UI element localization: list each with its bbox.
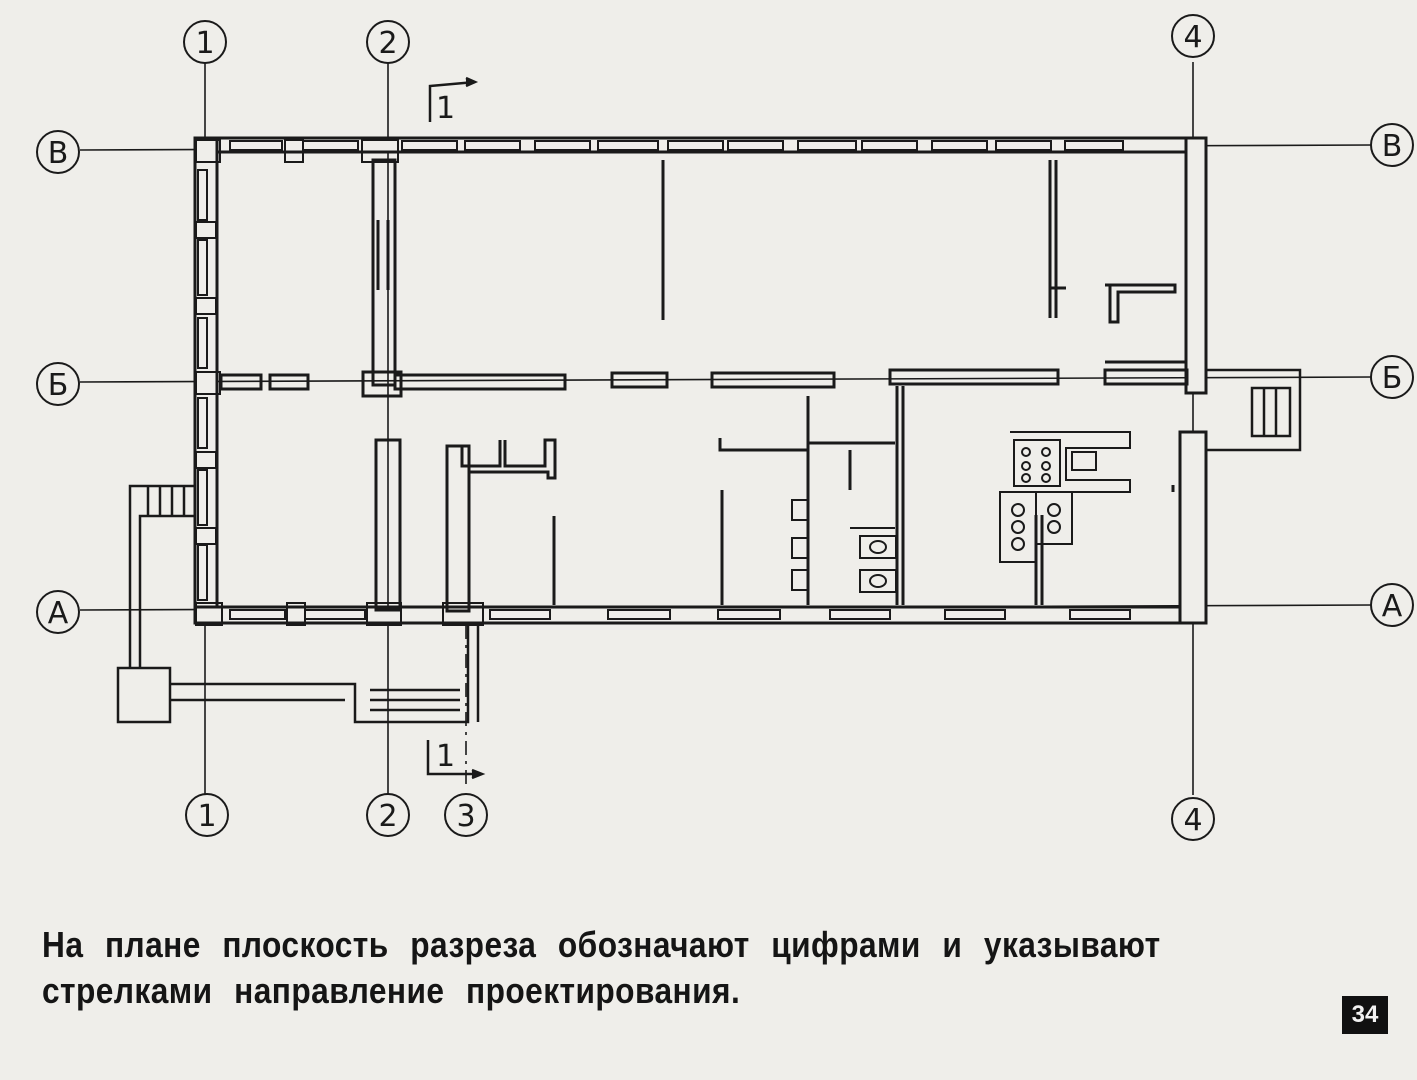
axis-3-bottom-bubble: 3 — [444, 793, 488, 837]
caption-line-1: На плане плоскость разреза обозначают ци… — [42, 924, 1161, 965]
axis-A-left-bubble: А — [36, 590, 80, 634]
svg-text:2: 2 — [378, 799, 397, 834]
axis-V-right-bubble: В — [1370, 123, 1414, 167]
right-porch-stairs — [1206, 368, 1302, 452]
axis-4-top-bubble: 4 — [1171, 14, 1215, 58]
axis-1-top-bubble: 1 — [183, 20, 227, 64]
axis-4-bottom-bubble: 4 — [1171, 797, 1215, 841]
page-number: 34 — [1342, 996, 1388, 1034]
axis-2-top-bubble: 2 — [366, 20, 410, 64]
svg-text:4: 4 — [1183, 20, 1202, 55]
svg-text:1: 1 — [197, 799, 216, 834]
windows-left — [197, 169, 208, 601]
svg-text:4: 4 — [1183, 803, 1202, 838]
axis-B-left-bubble: Б — [36, 362, 80, 406]
svg-text:А: А — [1382, 589, 1403, 624]
section-mark-bottom: 1 — [436, 739, 455, 774]
axis-2-bottom-bubble: 2 — [366, 793, 410, 837]
section-mark-top: 1 — [436, 91, 455, 126]
left-porch — [116, 484, 480, 724]
caption-text: На плане плоскость разреза обозначают ци… — [42, 922, 1230, 1014]
interior-walls — [219, 158, 1189, 613]
svg-text:В: В — [1382, 129, 1403, 164]
section-line — [426, 76, 486, 790]
floor-plan-drawing: 1 2 4 1 2 3 4 В Б А В Б А 1 1 — [36, 14, 1414, 841]
svg-text:А: А — [48, 596, 69, 631]
axis-B-right-bubble: Б — [1370, 355, 1414, 399]
caption-line-2: стрелками направление проектирования. — [42, 970, 741, 1011]
axis-A-right-bubble: А — [1370, 583, 1414, 627]
wall-columns — [195, 139, 484, 626]
windows-top — [229, 140, 1124, 151]
svg-text:В: В — [48, 136, 69, 171]
svg-text:3: 3 — [456, 799, 475, 834]
kitchen-equipment — [999, 431, 1131, 563]
sanitary-fixtures — [791, 499, 897, 593]
axis-bubbles: 1 2 4 1 2 3 4 В Б А В Б А — [36, 14, 1414, 841]
svg-text:2: 2 — [378, 26, 397, 61]
svg-text:1: 1 — [195, 26, 214, 61]
axis-V-left-bubble: В — [36, 130, 80, 174]
axis-1-bottom-bubble: 1 — [185, 793, 229, 837]
svg-text:Б: Б — [1382, 361, 1403, 396]
svg-text:Б: Б — [48, 368, 69, 403]
